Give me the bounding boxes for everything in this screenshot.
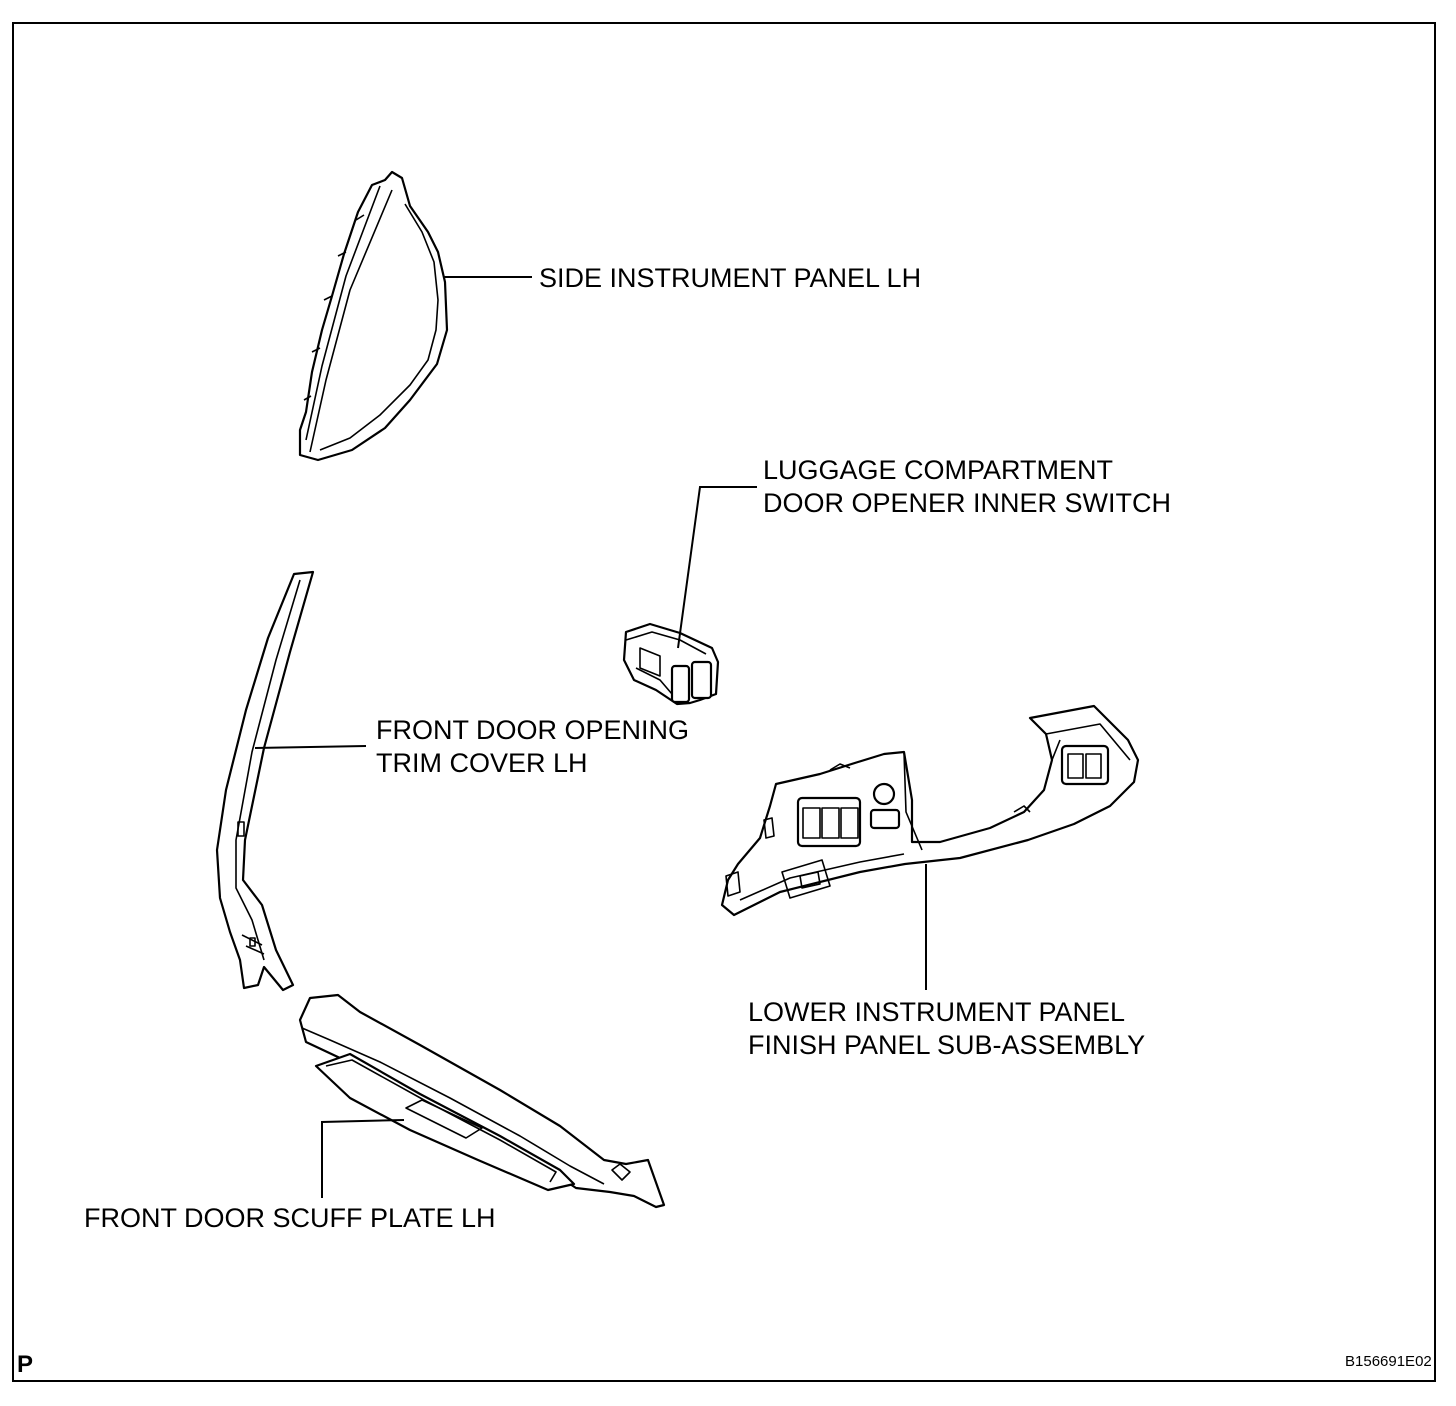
leader-trim-cover (254, 745, 367, 749)
label-line: FRONT DOOR SCUFF PLATE LH (84, 1203, 496, 1233)
figure-code: B156691E02 (1345, 1353, 1432, 1370)
corner-mark: P (17, 1351, 34, 1378)
leader-scuff-plate (321, 1119, 405, 1198)
luggage-compartment-door-opener-switch-part (622, 622, 720, 706)
label-side-instrument-panel-lh: SIDE INSTRUMENT PANEL LH (539, 262, 921, 295)
label-line: SIDE INSTRUMENT PANEL LH (539, 263, 922, 293)
label-line: LOWER INSTRUMENT PANEL (748, 997, 1126, 1027)
label-luggage-compartment-switch: LUGGAGE COMPARTMENT DOOR OPENER INNER SW… (763, 454, 1171, 520)
front-door-opening-trim-cover-lh-part (215, 570, 315, 992)
label-line: DOOR OPENER INNER SWITCH (763, 488, 1172, 518)
label-front-door-opening-trim-cover: FRONT DOOR OPENING TRIM COVER LH (376, 714, 689, 780)
front-door-scuff-plate-lh-part (298, 993, 666, 1209)
label-line: TRIM COVER LH (376, 748, 588, 778)
label-front-door-scuff-plate: FRONT DOOR SCUFF PLATE LH (84, 1202, 496, 1235)
side-instrument-panel-lh-part (298, 170, 449, 462)
leader-luggage-switch (677, 486, 757, 649)
label-line: FRONT DOOR OPENING (376, 715, 690, 745)
lower-instrument-panel-finish-panel-part (720, 704, 1140, 917)
label-lower-instrument-panel-finish: LOWER INSTRUMENT PANEL FINISH PANEL SUB-… (748, 996, 1145, 1062)
label-line: FINISH PANEL SUB-ASSEMBLY (748, 1030, 1146, 1060)
label-line: LUGGAGE COMPARTMENT (763, 455, 1114, 485)
